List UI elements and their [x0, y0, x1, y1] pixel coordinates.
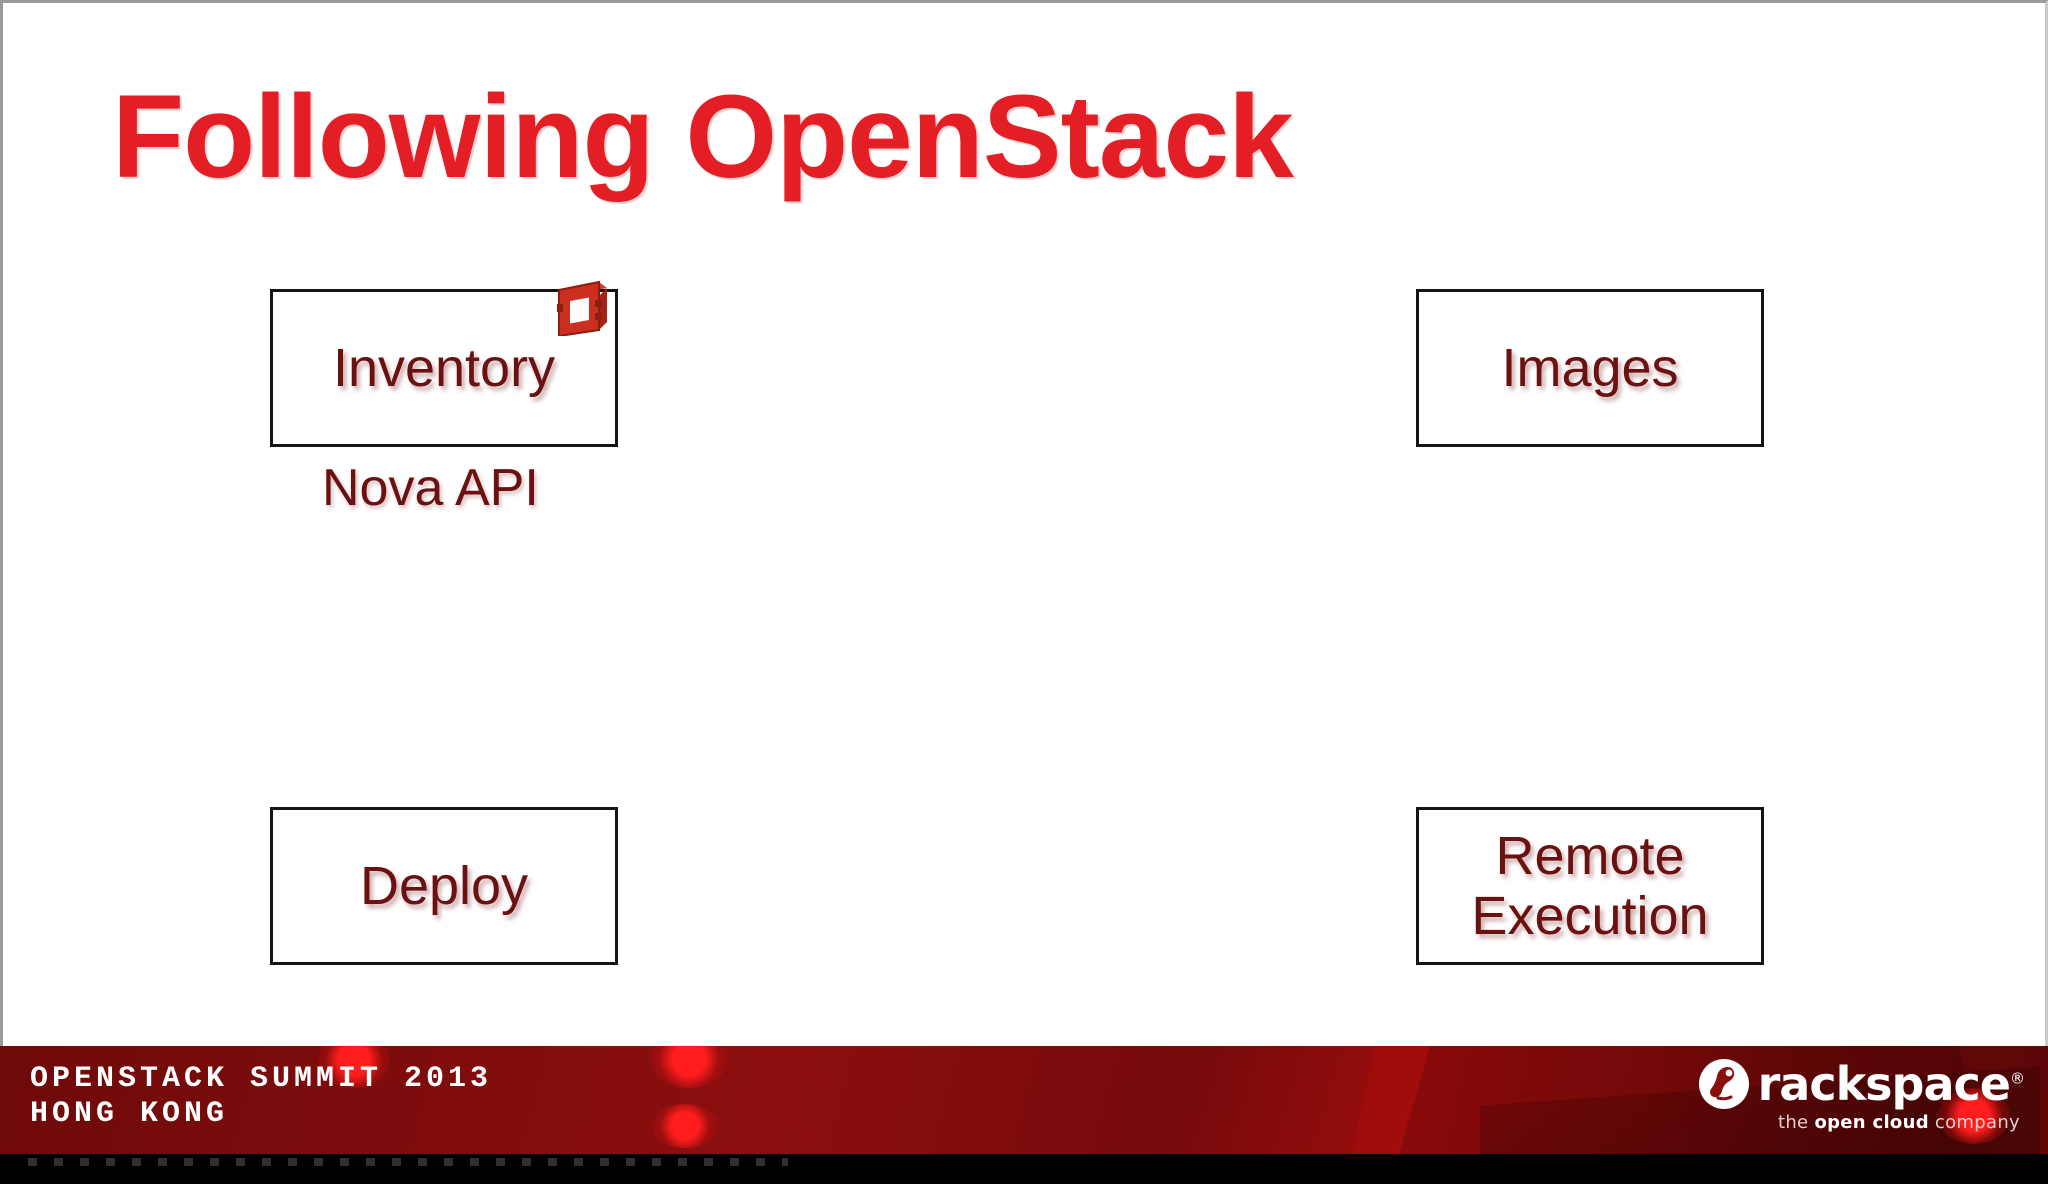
capability-box-label-line-2: Execution [1471, 886, 1709, 946]
slide-title: Following OpenStack [112, 71, 1294, 203]
event-footer-band: OPENSTACK SUMMIT 2013 HONG KONG rackspac… [0, 1046, 2048, 1154]
grid-cell: Remote Execution [843, 548, 1764, 965]
grid-cell: Config Mgmt [1355, 289, 1703, 447]
event-name-line-1: OPENSTACK SUMMIT 2013 [30, 1062, 493, 1096]
glow-dot-decoration [652, 1104, 718, 1148]
grid-cell: Images [843, 289, 1764, 447]
openstack-cube-icon [557, 280, 607, 336]
event-name-line-2: HONG KONG [30, 1097, 229, 1132]
rackspace-wordmark-text: rackspace [1757, 1057, 2011, 1111]
event-name-text: OPENSTACK SUMMIT 2013 HONG KONG [30, 1062, 492, 1133]
glow-dot-decoration [1938, 1088, 2010, 1144]
tagline-bold: open cloud [1814, 1112, 1929, 1133]
rackspace-logo: rackspace® the open cloud company [1698, 1058, 2025, 1133]
grid-cell: Deploy [270, 548, 618, 965]
bottom-strip-texture [28, 1158, 788, 1166]
tagline-prefix: the [1777, 1112, 1815, 1133]
capability-box-images[interactable]: Images [1416, 289, 1764, 447]
grid-cell: Orchestration [1355, 548, 1703, 706]
registered-trademark-symbol: ® [2010, 1069, 2025, 1088]
tagline-suffix: company [1928, 1112, 2020, 1133]
rackspace-wordmark-row: rackspace® [1698, 1058, 2025, 1110]
nova-api-annotation: Nova API [322, 459, 539, 517]
grid-cell: Inventory [270, 280, 618, 447]
glow-dot-decoration [650, 1046, 728, 1088]
bottom-black-strip [0, 1154, 2048, 1184]
capability-box-remote-execution[interactable]: Remote Execution [1416, 807, 1764, 965]
capability-box-deploy[interactable]: Deploy [270, 807, 618, 965]
grid-cell: Issue Tracking [843, 805, 1191, 963]
capability-box-label-line-1: Remote [1495, 825, 1685, 886]
capability-box-label: Images [1501, 337, 1679, 398]
capability-box-label: Remote Execution [1461, 826, 1718, 947]
grid-cell: Identity [1355, 805, 1703, 963]
capability-box-inventory[interactable]: Inventory [270, 280, 618, 447]
capability-grid: Inventory [270, 280, 1780, 969]
capability-box-label: Inventory [332, 337, 556, 398]
capability-box-label: Deploy [359, 855, 529, 916]
rackspace-wordmark: rackspace® [1758, 1061, 2025, 1107]
rackspace-mark-icon [1698, 1059, 1749, 1109]
grid-cell: Monitor [270, 805, 618, 963]
rackspace-tagline: the open cloud company [1778, 1112, 2020, 1133]
